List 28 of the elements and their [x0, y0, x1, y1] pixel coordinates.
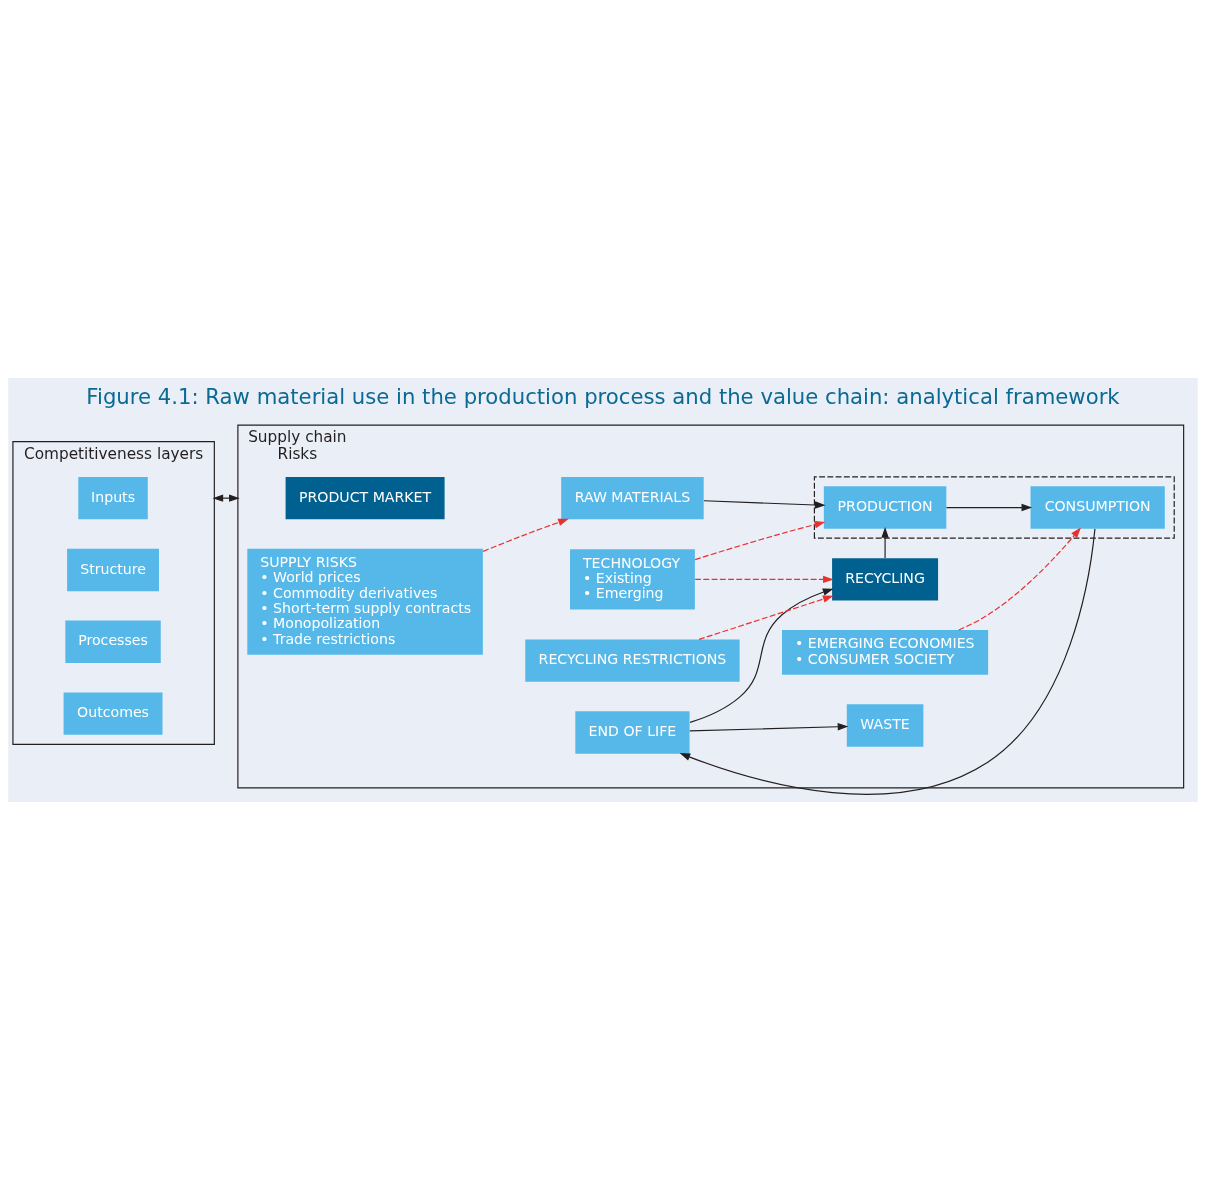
node-box: Outcomes — [63, 692, 163, 735]
node-box: CONSUMPTION — [1030, 486, 1165, 529]
arrow — [945, 503, 1033, 512]
node-box: PRODUCTION — [823, 486, 947, 529]
node-box: TECHNOLOGY • Existing • Emerging — [570, 549, 695, 610]
node-box: SUPPLY RISKS • World prices • Commodity derivatives • Short-term supply contracts • Monopolization • Trade restrictions — [247, 548, 483, 655]
arrow — [881, 527, 889, 559]
node-box: Structure — [67, 548, 159, 592]
diagram-title: Figure 4.1: Raw material use in the production process and the value chain: analytical framework — [86, 384, 1120, 410]
node-box: PRODUCT MARKET — [285, 476, 445, 520]
arrow — [212, 494, 240, 502]
arrow — [482, 518, 569, 552]
arrow — [689, 588, 834, 723]
arrow — [703, 500, 826, 509]
node-box: Inputs — [78, 476, 148, 520]
node-box: RECYCLING — [832, 558, 939, 601]
arrow — [694, 521, 826, 561]
node-box: • EMERGING ECONOMIES • CONSUMER SOCIETY — [782, 630, 989, 675]
arrow — [694, 575, 834, 584]
node-box: WASTE — [846, 704, 924, 747]
arrow — [698, 595, 834, 640]
node-box: Processes — [65, 620, 161, 663]
arrow — [679, 528, 1096, 795]
arrow — [958, 527, 1081, 631]
node-box: RECYCLING RESTRICTIONS — [525, 639, 740, 682]
node-box: RAW MATERIALS — [561, 476, 704, 520]
node-box: END OF LIFE — [575, 711, 690, 754]
arrow — [689, 723, 849, 732]
